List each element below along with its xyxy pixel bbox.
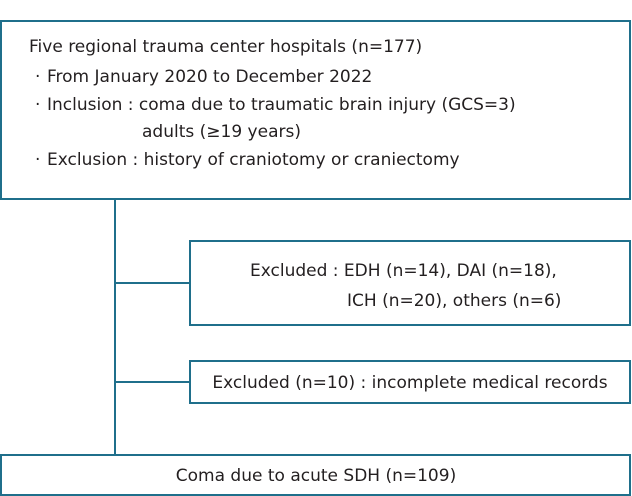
study-period-text: From January 2020 to December 2022 <box>47 67 372 87</box>
excluded-diagnoses-line-2: ICH (n=20), others (n=6) <box>347 291 561 311</box>
bullet-exclusion: · <box>35 150 40 170</box>
inclusion-criteria-continued: adults (≥19 years) <box>142 122 301 142</box>
source-population-title: Five regional trauma center hospitals (n… <box>29 37 422 57</box>
final-cohort-box-border <box>0 454 631 496</box>
excluded-records-box: Excluded (n=10) : incomplete medical rec… <box>189 360 631 404</box>
inclusion-criteria-text: Inclusion : coma due to traumatic brain … <box>47 95 516 115</box>
excluded-diagnoses-box: Excluded : EDH (n=14), DAI (n=18), ICH (… <box>189 240 631 326</box>
bullet-period: · <box>35 67 40 87</box>
bullet-inclusion: · <box>35 95 40 115</box>
source-population-box-border <box>0 20 631 200</box>
excluded-diagnoses-box-border <box>189 240 631 326</box>
final-cohort-text: Coma due to acute SDH (n=109) <box>176 466 456 486</box>
final-cohort-box: Coma due to acute SDH (n=109) <box>0 454 631 496</box>
exclusion-criteria-text: Exclusion : history of craniotomy or cra… <box>47 150 460 170</box>
source-population-box: Five regional trauma center hospitals (n… <box>0 20 631 200</box>
excluded-records-box-border <box>189 360 631 404</box>
excluded-diagnoses-line-1: Excluded : EDH (n=14), DAI (n=18), <box>250 261 557 281</box>
excluded-records-text: Excluded (n=10) : incomplete medical rec… <box>212 373 607 393</box>
